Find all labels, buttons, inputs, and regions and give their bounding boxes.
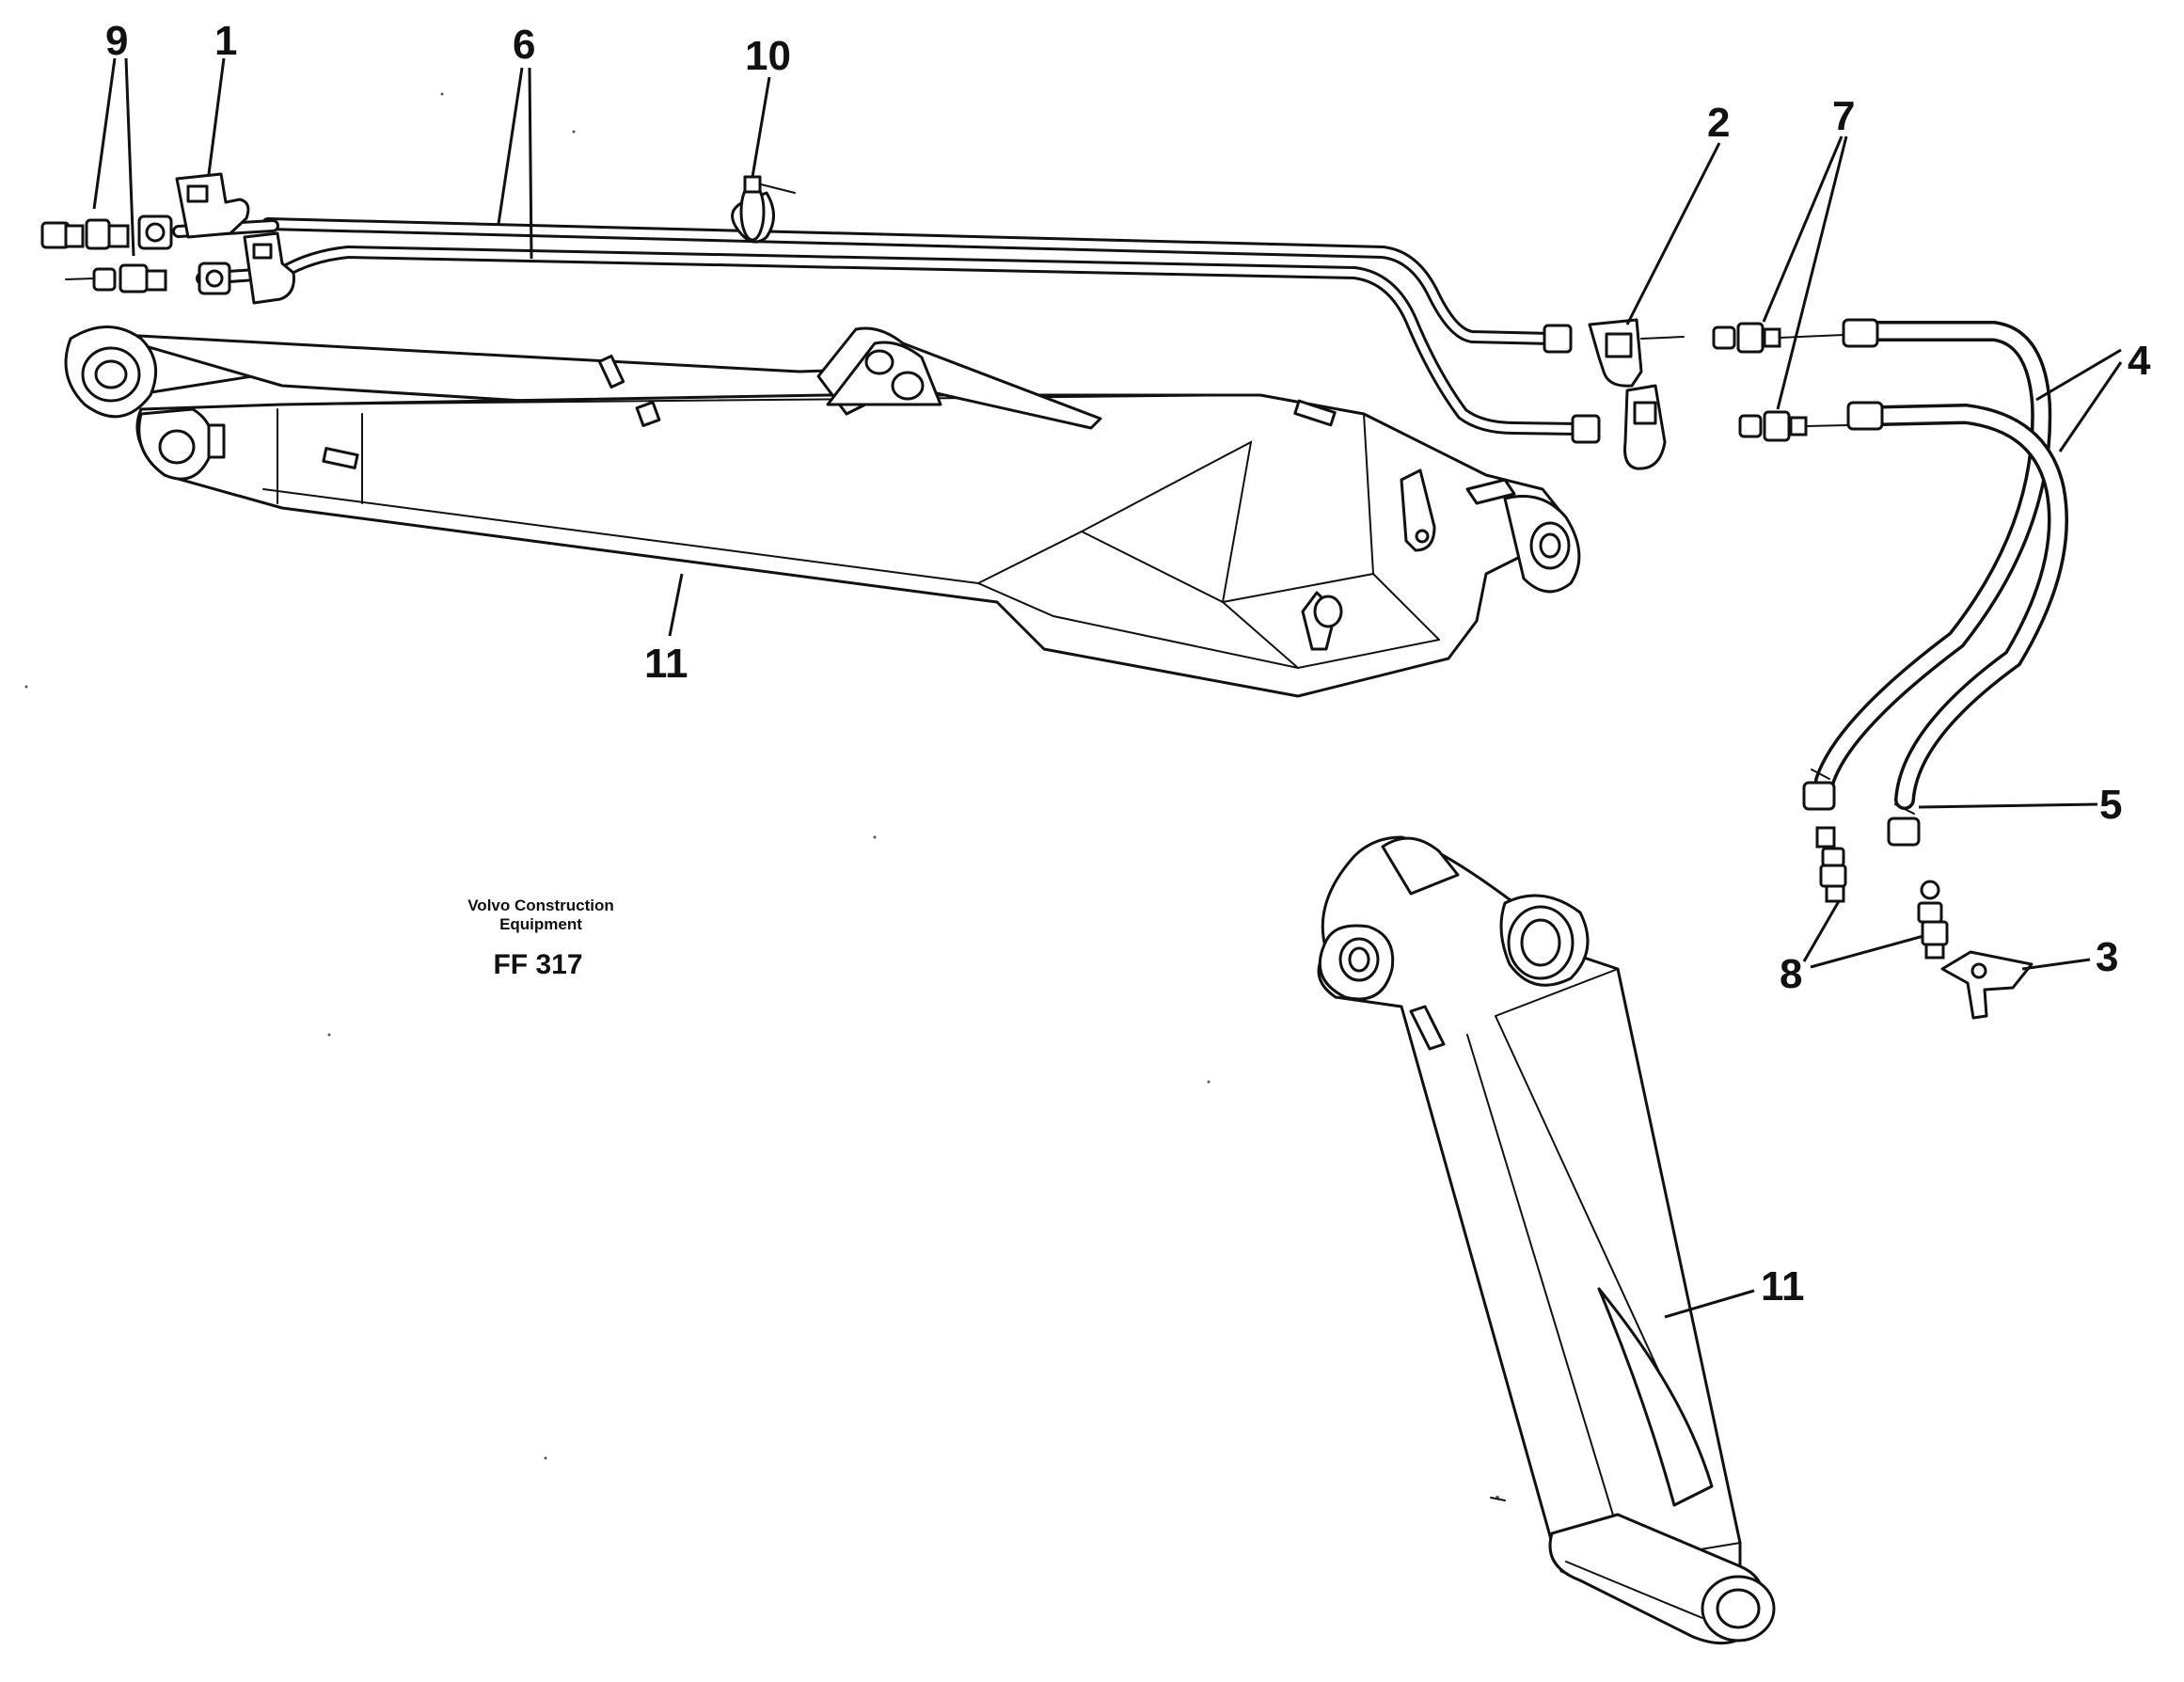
figure-caption: Volvo Construction Equipment FF 317 — [467, 897, 614, 980]
fittings-7 — [1712, 322, 1849, 442]
rear-fittings-9 — [40, 214, 231, 295]
callout-8: 8 — [1780, 951, 1802, 997]
callout-11-top: 11 — [644, 641, 688, 687]
caption-company-line1: Volvo Construction — [467, 897, 614, 914]
dipper-arm — [64, 325, 1581, 698]
callout-10: 10 — [745, 33, 791, 79]
scan-specks — [24, 92, 1506, 1501]
caption-company-line2: Equipment — [499, 915, 582, 933]
callout-3: 3 — [2096, 934, 2118, 980]
callout-labels: 9 1 6 10 2 7 4 5 3 8 11 11 — [105, 18, 2151, 1309]
callout-7: 7 — [1832, 93, 1855, 139]
caption-figure-id: FF 317 — [493, 949, 582, 980]
hose-clamp — [731, 175, 796, 244]
leader-lines — [92, 57, 2123, 1319]
front-bracket-2 — [1588, 318, 1685, 470]
clip-3 — [1940, 950, 2034, 1020]
callout-6: 6 — [513, 22, 535, 68]
rear-bracket-1 — [175, 172, 295, 305]
main-boom — [1317, 835, 1776, 1645]
callout-11-bottom: 11 — [1761, 1263, 1805, 1309]
adapters-8 — [1815, 826, 1949, 960]
hoses-4 — [1802, 318, 2068, 847]
callout-2: 2 — [1707, 100, 1730, 146]
callout-9: 9 — [105, 18, 128, 64]
callout-5: 5 — [2099, 782, 2122, 828]
callout-1: 1 — [214, 18, 237, 64]
callout-4: 4 — [2128, 338, 2151, 384]
